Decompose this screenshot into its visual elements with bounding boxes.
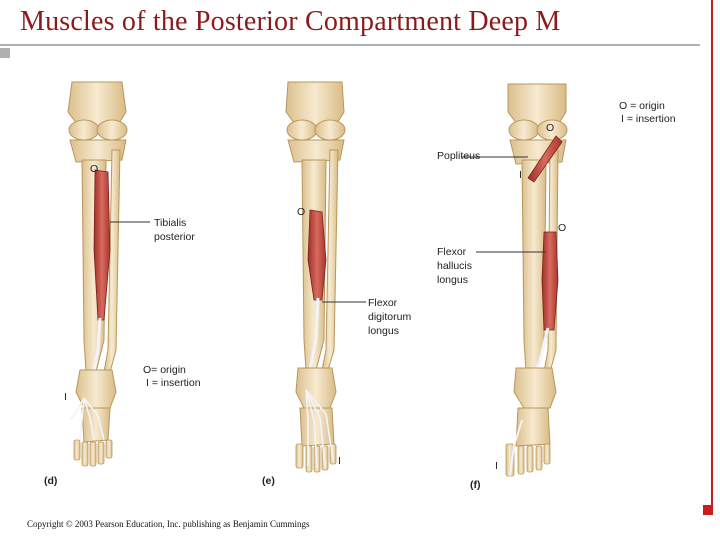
panel-f-popliteus-insertion: I [519,169,522,181]
panel-f-label-line3: longus [437,274,468,286]
title-divider-square [0,48,10,58]
panel-f-flexor-insertion: I [495,460,498,472]
panel-d-label-line2: posterior [154,231,195,243]
panel-d-leg [67,81,128,467]
slide-title: Muscles of the Posterior Compartment Dee… [20,6,561,37]
tibialis-posterior-muscle [93,169,111,321]
panel-f-letter: (f) [470,479,481,491]
panel-f-leg [505,83,568,477]
panel-d-key-insertion: I = insertion [146,377,201,389]
flexor-digitorum-longus-muscle [307,209,327,301]
panel-e-label-line2: digitorum [368,311,411,323]
right-accent-square [703,505,713,515]
panel-e-insertion-marker: I [338,455,341,467]
panel-f-label-line1: Flexor [437,246,467,258]
panel-e-origin-marker: O [297,206,305,218]
panel-f-popliteus-origin: O [546,122,554,134]
panel-e-leg [285,81,346,473]
title-divider [0,44,700,46]
panel-d-label-line1: Tibialis [154,217,186,229]
panel-e-label-line3: longus [368,325,399,337]
panel-d-key-origin: O= origin [143,364,186,376]
panel-f-flexor-origin: O [558,222,566,234]
copyright-notice: Copyright © 2003 Pearson Education, Inc.… [27,519,310,529]
panel-e-letter: (e) [262,475,275,487]
panel-d-insertion-marker: I [64,391,67,403]
panel-f-popliteus-label: Popliteus [437,150,480,162]
panel-d-origin-marker: O [90,163,98,175]
flexor-hallucis-longus-muscle [541,231,559,331]
right-accent-rule [711,0,713,510]
panel-d-letter: (d) [44,475,57,487]
popliteus-muscle [527,135,563,183]
panel-f-key-insertion: I = insertion [621,113,676,125]
panel-e-label-line1: Flexor [368,297,398,309]
panel-f-key-origin: O = origin [619,100,665,112]
panel-f-label-line2: hallucis [437,260,472,272]
